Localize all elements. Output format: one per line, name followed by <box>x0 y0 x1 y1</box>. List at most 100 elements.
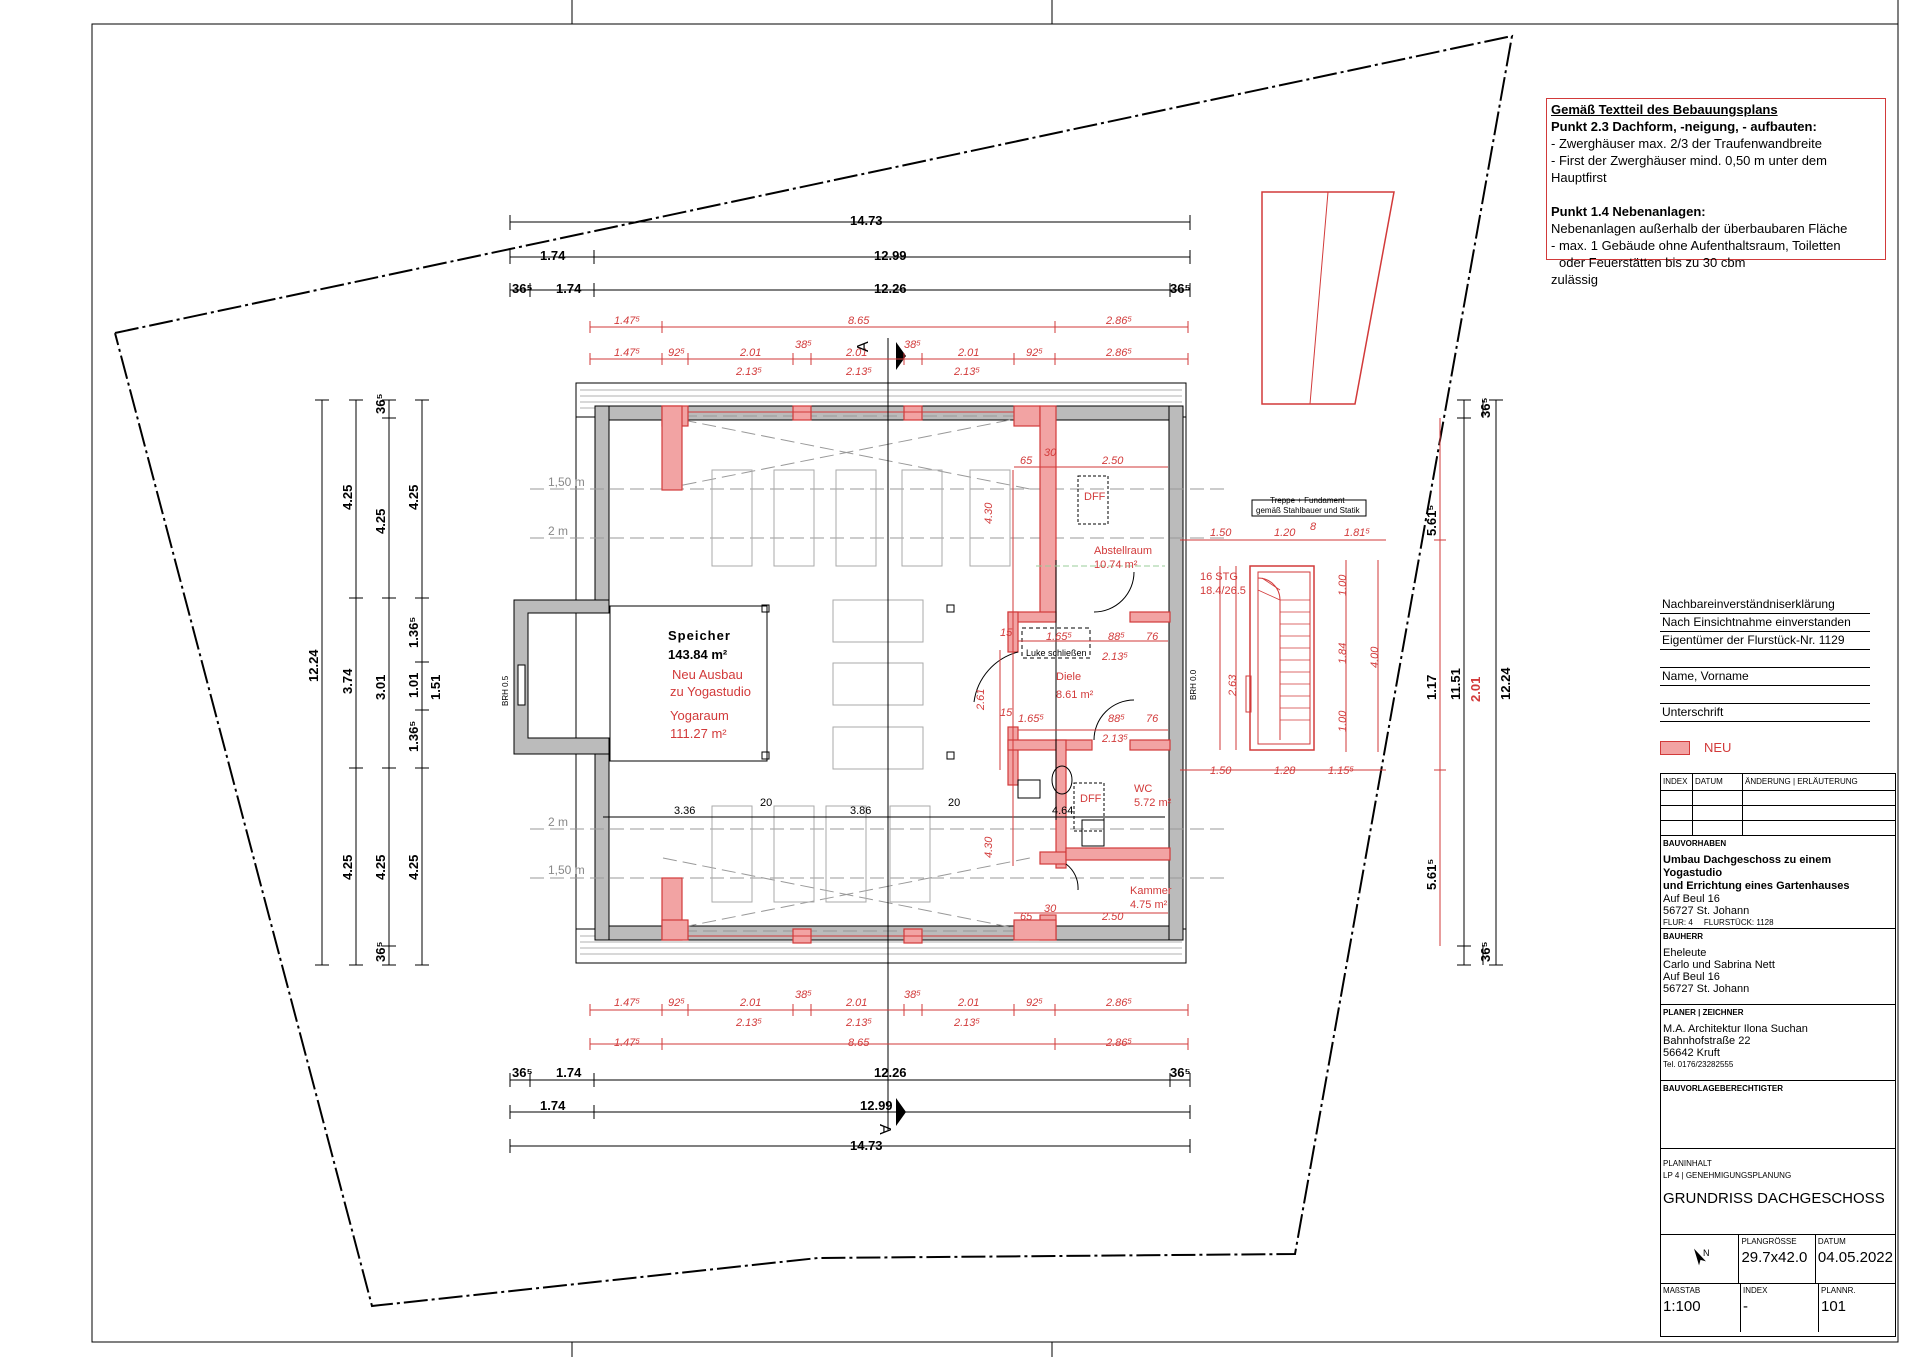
dim-total-top: 14.73 <box>850 213 883 228</box>
dim-120-stair: 1.20 <box>1274 527 1296 539</box>
room-diele-area: 8.61 m² <box>1056 689 1094 701</box>
revision-row <box>1661 821 1895 836</box>
client-caption: BAUHERR <box>1663 932 1703 941</box>
room-wc-name: WC <box>1134 783 1152 795</box>
client-section: BAUHERR Eheleute Carlo und Sabrina Nett … <box>1661 929 1895 1005</box>
staircase-outer <box>1249 565 1315 751</box>
dim-136-left-a: 1.36⁵ <box>406 617 421 648</box>
client-line-4: 56727 St. Johann <box>1663 983 1750 995</box>
dim-201-b1a: 2.01 <box>739 997 761 1009</box>
dim-65-bot: 65 <box>1020 911 1033 923</box>
project-caption: BAUVORHABEN <box>1663 839 1727 848</box>
section-label-bottom: A <box>876 1124 893 1135</box>
dim-147-r2: 1.47⁵ <box>614 347 640 359</box>
left-dimension-lines <box>315 399 429 966</box>
dim-1299-bot: 12.99 <box>860 1098 893 1113</box>
dim-20-a: 20 <box>760 797 772 809</box>
dff-bottom: DFF <box>1080 793 1102 805</box>
dim-464: 4.64 <box>1052 805 1073 817</box>
revision-row <box>1661 806 1895 821</box>
neighbor-consent: Nachbareinverständniserklärung Nach Eins… <box>1660 596 1870 722</box>
garden-house-ridge <box>1309 191 1329 405</box>
content-phase: LP 4 | GENEHMIGUNGSPLANUNG <box>1663 1171 1792 1180</box>
dormer-window <box>517 664 526 706</box>
neighbor-name-field: Name, Vorname <box>1660 668 1870 686</box>
dim-174-top: 1.74 <box>540 248 566 263</box>
room-yoga-name: Yogaraum <box>670 708 729 723</box>
dim-147-r1: 1.47⁵ <box>614 315 640 327</box>
sheet-frame <box>91 23 1899 1343</box>
dim-38-b1b: 38⁵ <box>904 989 921 1001</box>
chimney-marker <box>946 751 955 760</box>
dim-147-b2: 1.47⁵ <box>614 1037 640 1049</box>
dim-36-top-left: 36⁵ <box>512 281 533 296</box>
planner-line-1: M.A. Architektur Ilona Suchan <box>1663 1023 1808 1035</box>
dim-286-b1: 2.86⁵ <box>1105 997 1132 1009</box>
stair-treads <box>1257 577 1310 721</box>
revision-header: INDEX DATUM ÄNDERUNG | ERLÄUTERUNG <box>1661 774 1895 791</box>
dim-213-bc: 2.13⁵ <box>953 1017 980 1029</box>
dim-92-r2b: 92⁵ <box>1026 347 1043 359</box>
dim-15-b: 15 <box>1000 707 1013 719</box>
dim-425-left-f: 4.25 <box>406 855 421 880</box>
dim-1151-right: 11.51 <box>1448 668 1463 700</box>
garden-house <box>1261 191 1395 405</box>
dim-36-right-bot: 36⁵ <box>1478 941 1493 962</box>
project-flurstueck: FLURSTÜCK: 1128 <box>1703 918 1774 927</box>
dim-250-top: 2.50 <box>1101 455 1124 467</box>
brh-dormer: BRH 0.5 <box>501 675 510 706</box>
wall-left-upper <box>594 405 610 607</box>
planno-label: PLANNR. <box>1821 1286 1856 1295</box>
dim-201-b1c: 2.01 <box>957 997 979 1009</box>
stair-walk-line <box>1257 577 1281 740</box>
note-p2-l2: - max. 1 Gebäude ohne Aufenthaltsraum, T… <box>1551 238 1841 253</box>
note-p2-l4: zulässig <box>1551 272 1598 287</box>
dim-147-b1: 1.47⁵ <box>614 997 640 1009</box>
north-label: N <box>1703 1248 1710 1258</box>
wc-toilet <box>1051 765 1073 795</box>
index-value: - <box>1743 1298 1748 1315</box>
dim-213-a: 2.13⁵ <box>735 366 762 378</box>
dim-181-stair: 1.81⁵ <box>1344 527 1370 539</box>
size-label: PLANGRÖSSE <box>1741 1237 1797 1246</box>
section-label-top: A <box>855 341 872 352</box>
dim-263-stair: 2.63 <box>1227 674 1239 697</box>
dim-20-b: 20 <box>948 797 960 809</box>
project-title-1: Umbau Dachgeschoss zu einem Yogastudio <box>1663 854 1832 879</box>
dim-865-b2: 8.65 <box>848 1037 870 1049</box>
dim-30-bot: 30 <box>1044 903 1057 915</box>
dim-30-top: 30 <box>1044 447 1057 459</box>
neighbor-blank-line <box>1660 650 1870 668</box>
treppe-note-2: gemäß Stahlbauer und Statik <box>1256 506 1361 515</box>
index-label: INDEX <box>1743 1286 1768 1295</box>
dim-92-r2: 92⁵ <box>668 347 685 359</box>
note-p2-l3: oder Feuerstätten bis zu 30 cbm <box>1559 255 1746 270</box>
roof-height-lines <box>530 415 1230 932</box>
dim-213-ba: 2.13⁵ <box>735 1017 762 1029</box>
dim-201-b1b: 2.01 <box>845 997 867 1009</box>
neighbor-line-1: Nach Einsichtnahme einverstanden <box>1660 614 1870 632</box>
note-p1-l1: - Zwerghäuser max. 2/3 der Traufenwandbr… <box>1551 136 1822 151</box>
bebauungsplan-note: Gemäß Textteil des Bebauungsplans Punkt … <box>1546 98 1886 287</box>
section-arrow-top <box>896 342 906 370</box>
note-p2-title: Punkt 1.4 Nebenanlagen: <box>1551 204 1706 219</box>
client-line-1: Eheleute <box>1663 947 1707 959</box>
dim-36-top-right: 36⁵ <box>1170 281 1191 296</box>
neighbor-blank-line <box>1660 686 1870 704</box>
room-kammer-area: 4.75 m² <box>1130 899 1168 911</box>
room-speicher-name: Speicher <box>668 628 731 643</box>
rev-index-header: INDEX <box>1661 774 1693 790</box>
dim-150-stair-top: 1.50 <box>1210 527 1232 539</box>
dim-36-right-top: 36⁵ <box>1478 397 1493 418</box>
doors <box>973 571 1135 891</box>
room-kammer-name: Kammer <box>1130 885 1172 897</box>
dim-430-top: 4.30 <box>983 502 995 524</box>
dim-561-right-b: 5.61⁵ <box>1424 859 1439 890</box>
dim-425-left-c: 4.25 <box>373 509 388 534</box>
luke-label: Luke schließen <box>1026 648 1087 658</box>
wall-left-lower <box>594 747 610 941</box>
dff-skylight-bottom <box>1073 782 1105 832</box>
project-title-2: und Errichtung eines Gartenhauses <box>1663 880 1850 892</box>
dim-101-left: 1.01 <box>406 673 421 698</box>
